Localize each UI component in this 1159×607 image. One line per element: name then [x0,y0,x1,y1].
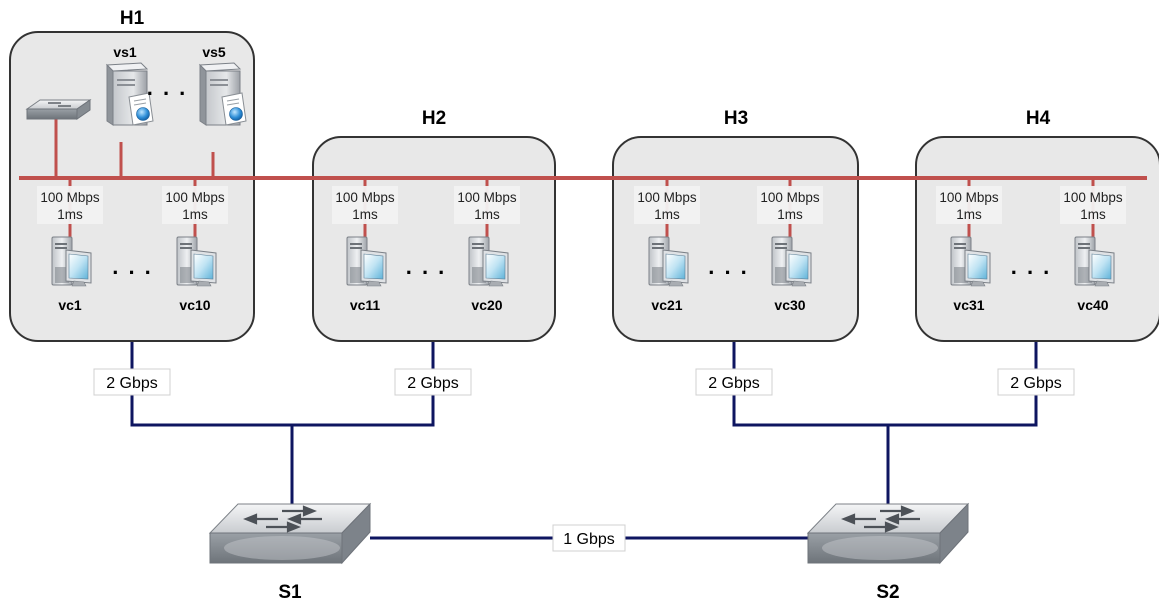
node-label: vs5 [202,44,226,60]
uplink-label-bg [695,368,773,396]
switch-label: S1 [278,582,302,603]
node-label: vc10 [179,297,210,313]
web-server-icon [199,62,247,126]
switch-icon [26,99,91,120]
trunk-label: 1 Gbps [563,531,615,548]
node-label: vc1 [58,297,82,313]
core-switch-icon [208,502,372,565]
link-latency: 1ms [654,207,680,222]
host-title: H3 [724,108,748,129]
link-bandwidth: 100 Mbps [457,190,517,205]
uplink-h3-h4 [732,341,1038,427]
host-title: H2 [422,108,446,129]
link-label-bg [37,186,103,224]
node-label: vc11 [350,297,381,313]
link-latency: 1ms [57,207,83,222]
uplink-label: 2 Gbps [106,375,158,392]
ellipsis: . . . [406,254,447,279]
uplink-label: 2 Gbps [1010,375,1062,392]
link-label-bg [634,186,700,224]
node-label: vc20 [471,297,502,313]
link-bandwidth: 100 Mbps [939,190,999,205]
node-label: vc40 [1077,297,1108,313]
trunk-label-bg [552,524,626,552]
node-label: vc30 [774,297,805,313]
uplink-label-bg [93,368,171,396]
link-latency: 1ms [352,207,378,222]
host-title: H4 [1026,108,1051,129]
switch-label: S2 [876,582,899,603]
uplink-h1-h2 [130,341,435,427]
node-label: vs1 [113,44,137,60]
labels: vs1 vs5 . . . H1 100 Mbps 1ms vc1 100 Mbps 1ms vc… [37,8,1126,603]
host-title: H1 [120,8,145,29]
link-latency: 1ms [1080,207,1106,222]
link-label-bg [936,186,1002,224]
core-switch-icon [806,502,970,565]
link-label-bg [1060,186,1126,224]
link-bandwidth: 100 Mbps [165,190,225,205]
link-label-bg [454,186,520,224]
link-label-bg [332,186,398,224]
link-bandwidth: 100 Mbps [1063,190,1123,205]
uplink-label: 2 Gbps [407,375,459,392]
ellipsis: . . . [708,254,749,279]
uplink-label: 2 Gbps [708,375,760,392]
ellipsis: . . . [147,75,188,100]
link-latency: 1ms [182,207,208,222]
uplink-label-bg [997,368,1075,396]
node-label: vc31 [953,297,984,313]
link-bandwidth: 100 Mbps [760,190,820,205]
uplink-label-bg [394,368,472,396]
link-bandwidth: 100 Mbps [40,190,100,205]
link-latency: 1ms [956,207,982,222]
link-latency: 1ms [474,207,500,222]
link-bandwidth: 100 Mbps [335,190,395,205]
link-bandwidth: 100 Mbps [637,190,697,205]
node-label: vc21 [651,297,682,313]
ellipsis: . . . [1011,254,1052,279]
link-latency: 1ms [777,207,803,222]
ellipsis: . . . [112,254,153,279]
link-label-bg [162,186,228,224]
link-label-bg [757,186,823,224]
